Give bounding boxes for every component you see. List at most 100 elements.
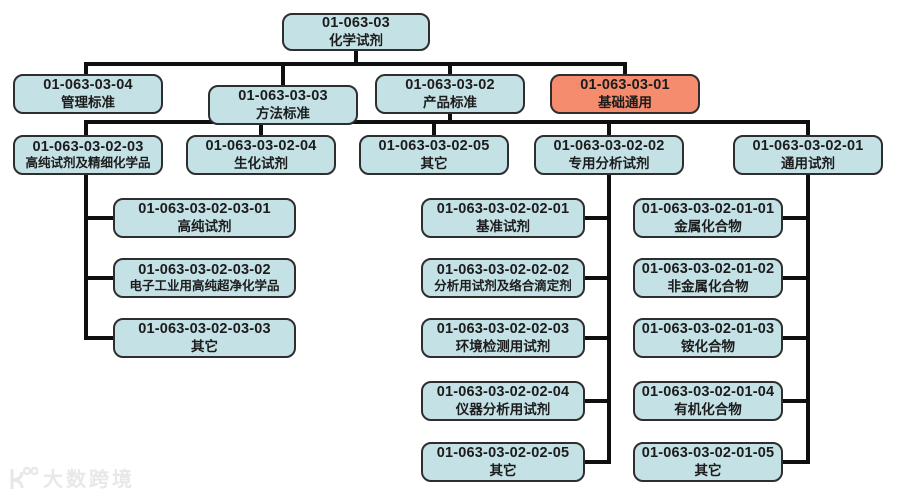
node-code: 01-063-03-02-01 [752, 138, 864, 155]
node-01-063-03-02-03-03: 01-063-03-02-03-03 其它 [113, 318, 296, 358]
node-01-063-03-02-01: 01-063-03-02-01 通用试剂 [733, 135, 883, 175]
node-code: 01-063-03-02-02-05 [436, 445, 570, 462]
edge-stub-level3-4 [607, 120, 611, 136]
node-label: 高纯试剂 [177, 218, 232, 234]
edge-stub-level2-2 [281, 62, 285, 86]
node-code: 01-063-03-04 [43, 77, 133, 94]
node-code: 01-063-03-02-03 [32, 139, 144, 156]
edge-stub-level3-3 [432, 120, 436, 136]
node-code: 01-063-03-02-01-05 [641, 445, 775, 462]
node-label: 管理标准 [61, 94, 115, 110]
node-01-063-03-02-01-01: 01-063-03-02-01-01 金属化合物 [633, 198, 783, 238]
node-label: 通用试剂 [781, 155, 835, 171]
edge-right-stub-2 [781, 276, 808, 280]
edge-middle-stub-3 [583, 336, 609, 340]
node-code: 01-063-03-02-01-01 [641, 201, 775, 218]
edge-stub-level3-1 [84, 120, 88, 136]
edge-left-branch-trunk [84, 174, 88, 340]
edge-right-stub-5 [781, 460, 808, 464]
node-01-063-03-02-03-02: 01-063-03-02-03-02 电子工业用高纯超净化学品 [113, 258, 296, 298]
node-label: 非金属化合物 [667, 278, 749, 294]
node-code: 01-063-03-02-02-04 [436, 384, 570, 401]
edge-stub-level2-4 [623, 62, 627, 75]
node-label: 专用分析试剂 [568, 155, 650, 171]
node-01-063-03-02-03: 01-063-03-02-03 高纯试剂及精细化学品 [13, 135, 163, 175]
edge-stub-level3-5 [806, 120, 810, 136]
edge-left-stub-3 [84, 336, 115, 340]
node-code: 01-063-03-02-03-01 [138, 201, 271, 218]
edge-right-stub-1 [781, 216, 808, 220]
node-01-063-03-02-02-02: 01-063-03-02-02-02 分析用试剂及络合滴定剂 [421, 258, 585, 298]
node-code: 01-063-03-02-02-02 [436, 262, 570, 279]
watermark-logo-icon [10, 466, 38, 489]
node-code: 01-063-03-02-04 [205, 138, 317, 155]
node-01-063-03: 01-063-03 化学试剂 [282, 13, 430, 51]
node-01-063-03-02-05: 01-063-03-02-05 其它 [359, 135, 509, 175]
node-label: 其它 [489, 462, 517, 478]
node-01-063-03-02-02-04: 01-063-03-02-02-04 仪器分析用试剂 [421, 381, 585, 421]
watermark-text: 大数跨境 [43, 469, 135, 491]
node-code: 01-063-03-02 [405, 77, 495, 94]
node-code: 01-063-03-02-02-01 [436, 201, 570, 218]
node-label: 分析用试剂及络合滴定剂 [434, 279, 572, 294]
node-code: 01-063-03-02-03-03 [138, 321, 271, 338]
edge-root-trunk [354, 51, 358, 65]
node-01-063-03-02: 01-063-03-02 产品标准 [375, 74, 525, 114]
edge-left-stub-2 [84, 276, 115, 280]
edge-right-stub-3 [781, 336, 808, 340]
edge-left-stub-1 [84, 216, 115, 220]
edge-right-stub-4 [781, 399, 808, 403]
edge-middle-stub-2 [583, 276, 609, 280]
node-label: 有机化合物 [674, 401, 742, 417]
node-01-063-03-03: 01-063-03-03 方法标准 [208, 85, 358, 125]
node-01-063-03-02-01-02: 01-063-03-02-01-02 非金属化合物 [633, 258, 783, 298]
node-label: 电子工业用高纯超净化学品 [129, 279, 280, 294]
node-label: 基准试剂 [476, 218, 530, 234]
node-label: 其它 [191, 338, 218, 354]
node-01-063-03-02-04: 01-063-03-02-04 生化试剂 [186, 135, 336, 175]
node-code: 01-063-03-02-01-04 [641, 384, 775, 401]
node-code: 01-063-03-02-01-02 [641, 261, 775, 278]
edge-right-branch-trunk [806, 174, 810, 464]
node-label: 高纯试剂及精细化学品 [25, 156, 151, 171]
node-label: 生化试剂 [234, 155, 288, 171]
node-label: 方法标准 [256, 105, 310, 121]
edge-middle-stub-4 [583, 399, 609, 403]
node-01-063-03-02-02-03: 01-063-03-02-02-03 环境检测用试剂 [421, 318, 585, 358]
node-code: 01-063-03-03 [238, 88, 328, 105]
edge-level2-rail [84, 62, 627, 66]
node-01-063-03-02-02-05: 01-063-03-02-02-05 其它 [421, 442, 585, 482]
node-code: 01-063-03 [322, 15, 390, 32]
node-label: 其它 [694, 462, 722, 478]
node-code: 01-063-03-01 [580, 77, 670, 94]
edge-stub-level2-3 [448, 62, 452, 75]
node-01-063-03-02-01-04: 01-063-03-02-01-04 有机化合物 [633, 381, 783, 421]
node-label: 仪器分析用试剂 [455, 401, 551, 417]
edge-product-trunk [448, 113, 452, 124]
node-label: 基础通用 [598, 94, 652, 110]
node-code: 01-063-03-02-05 [378, 138, 490, 155]
node-label: 其它 [420, 155, 448, 171]
node-01-063-03-02-01-03: 01-063-03-02-01-03 铵化合物 [633, 318, 783, 358]
node-label: 化学试剂 [329, 32, 383, 48]
node-code: 01-063-03-02-01-03 [641, 321, 775, 338]
edge-middle-stub-5 [583, 460, 609, 464]
node-01-063-03-02-03-01: 01-063-03-02-03-01 高纯试剂 [113, 198, 296, 238]
edge-stub-level3-2 [259, 120, 263, 136]
edge-middle-stub-1 [583, 216, 609, 220]
node-label: 环境检测用试剂 [455, 338, 551, 354]
node-code: 01-063-03-02-02 [553, 138, 665, 155]
edge-level3-rail [84, 120, 810, 124]
node-label: 铵化合物 [681, 338, 735, 354]
node-01-063-03-04: 01-063-03-04 管理标准 [13, 74, 163, 114]
node-code: 01-063-03-02-03-02 [138, 262, 271, 279]
watermark: 大数跨境 [8, 463, 135, 492]
edge-stub-level2-1 [84, 62, 88, 75]
node-code: 01-063-03-02-02-03 [436, 321, 570, 338]
node-label: 产品标准 [423, 94, 477, 110]
node-01-063-03-02-02-01: 01-063-03-02-02-01 基准试剂 [421, 198, 585, 238]
node-01-063-03-02-02: 01-063-03-02-02 专用分析试剂 [534, 135, 684, 175]
node-01-063-03-01-highlighted: 01-063-03-01 基础通用 [550, 74, 700, 114]
node-01-063-03-02-01-05: 01-063-03-02-01-05 其它 [633, 442, 783, 482]
